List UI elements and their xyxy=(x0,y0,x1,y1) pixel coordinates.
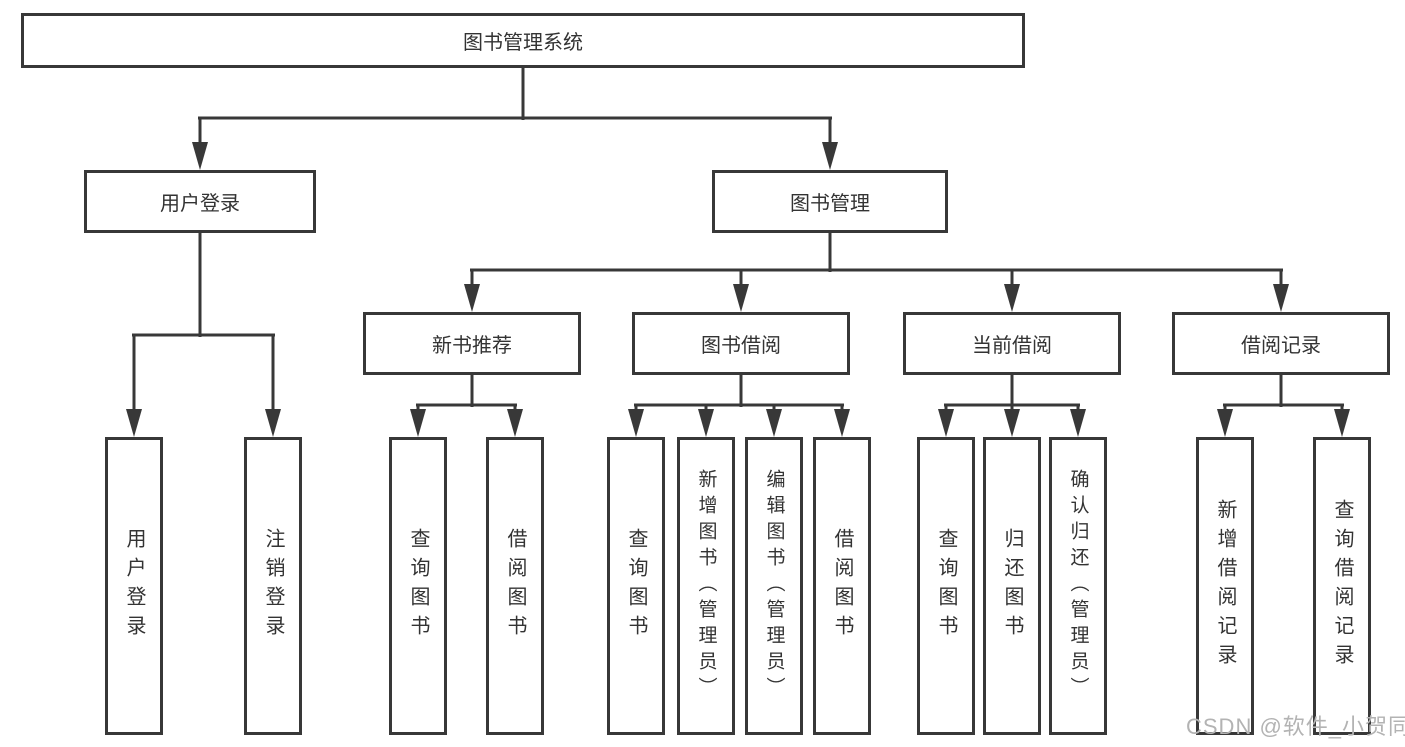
node-leaf-confirm-return-admin-label: 确认归还（管理员） xyxy=(1067,469,1089,703)
arrowhead xyxy=(126,409,142,437)
node-current-borrow: 当前借阅 xyxy=(903,312,1121,375)
arrowhead xyxy=(1004,409,1020,437)
arrowhead xyxy=(628,409,644,437)
node-book-management-label: 图书管理 xyxy=(790,193,870,215)
connector-root-to-level2 xyxy=(192,68,838,170)
arrowhead xyxy=(1004,284,1020,312)
node-new-book-recommend: 新书推荐 xyxy=(363,312,581,375)
node-leaf-logout-label: 注销登录 xyxy=(262,528,284,644)
node-root: 图书管理系统 xyxy=(21,13,1025,68)
connector-user-login-to-leaves xyxy=(126,233,281,437)
node-leaf-borrow-books-borrow-label: 借阅图书 xyxy=(831,528,853,644)
node-borrow-records-label: 借阅记录 xyxy=(1241,335,1321,357)
node-user-login-label: 用户登录 xyxy=(160,193,240,215)
arrowhead xyxy=(265,409,281,437)
node-leaf-query-books-current: 查询图书 xyxy=(917,437,975,735)
node-leaf-borrow-books-borrow: 借阅图书 xyxy=(813,437,871,735)
node-leaf-query-books-current-label: 查询图书 xyxy=(935,528,957,644)
connector-book-borrow-to-leaves xyxy=(628,375,850,437)
node-leaf-return-books-label: 归还图书 xyxy=(1001,528,1023,644)
arrowhead xyxy=(1273,284,1289,312)
node-leaf-return-books: 归还图书 xyxy=(983,437,1041,735)
connector-new-book-recommend-to-leaves xyxy=(410,375,523,437)
connector-book-management-to-level3 xyxy=(464,233,1289,312)
node-leaf-user-login: 用户登录 xyxy=(105,437,163,735)
node-root-label: 图书管理系统 xyxy=(463,32,583,54)
arrowhead xyxy=(733,284,749,312)
arrowhead xyxy=(464,284,480,312)
node-leaf-query-borrow-record: 查询借阅记录 xyxy=(1313,437,1371,735)
node-leaf-query-books-borrow: 查询图书 xyxy=(607,437,665,735)
node-user-login: 用户登录 xyxy=(84,170,316,233)
node-leaf-add-books-admin-label: 新增图书（管理员） xyxy=(695,469,717,703)
node-leaf-edit-books-admin-label: 编辑图书（管理员） xyxy=(763,469,785,703)
arrowhead xyxy=(1070,409,1086,437)
node-leaf-edit-books-admin: 编辑图书（管理员） xyxy=(745,437,803,735)
watermark: CSDN @软件_小贺同学 xyxy=(1186,714,1405,739)
node-book-management: 图书管理 xyxy=(712,170,948,233)
arrowhead xyxy=(507,409,523,437)
node-leaf-query-books-recommend: 查询图书 xyxy=(389,437,447,735)
node-leaf-borrow-books-recommend-label: 借阅图书 xyxy=(504,528,526,644)
arrowhead xyxy=(410,409,426,437)
node-new-book-recommend-label: 新书推荐 xyxy=(432,335,512,357)
node-leaf-user-login-label: 用户登录 xyxy=(123,528,145,644)
node-leaf-add-borrow-record-label: 新增借阅记录 xyxy=(1214,499,1236,673)
arrowhead xyxy=(822,142,838,170)
node-leaf-add-borrow-record: 新增借阅记录 xyxy=(1196,437,1254,735)
node-leaf-confirm-return-admin: 确认归还（管理员） xyxy=(1049,437,1107,735)
node-book-borrow-label: 图书借阅 xyxy=(701,335,781,357)
node-book-borrow: 图书借阅 xyxy=(632,312,850,375)
node-leaf-query-borrow-record-label: 查询借阅记录 xyxy=(1331,499,1353,673)
node-leaf-query-books-recommend-label: 查询图书 xyxy=(407,528,429,644)
arrowhead xyxy=(938,409,954,437)
arrowhead xyxy=(192,142,208,170)
node-leaf-add-books-admin: 新增图书（管理员） xyxy=(677,437,735,735)
connector-borrow-records-to-leaves xyxy=(1217,375,1350,437)
node-borrow-records: 借阅记录 xyxy=(1172,312,1390,375)
arrowhead xyxy=(1334,409,1350,437)
arrowhead xyxy=(698,409,714,437)
node-leaf-logout: 注销登录 xyxy=(244,437,302,735)
node-leaf-query-books-borrow-label: 查询图书 xyxy=(625,528,647,644)
arrowhead xyxy=(1217,409,1233,437)
connector-current-borrow-to-leaves xyxy=(938,375,1086,437)
arrowhead xyxy=(834,409,850,437)
node-leaf-borrow-books-recommend: 借阅图书 xyxy=(486,437,544,735)
node-current-borrow-label: 当前借阅 xyxy=(972,335,1052,357)
arrowhead xyxy=(766,409,782,437)
